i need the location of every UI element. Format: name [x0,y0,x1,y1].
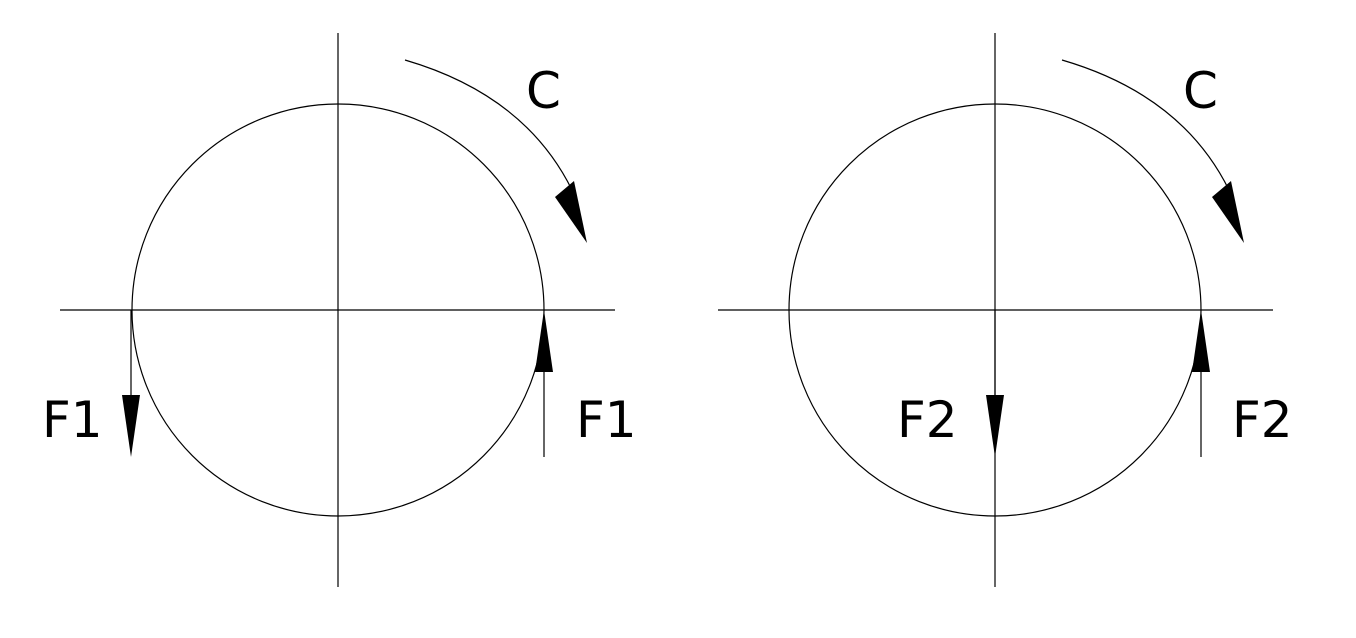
left-panel-right-force-label: F1 [576,391,637,449]
left-panel-right-force-arrowhead [535,310,553,372]
right-rotation-arc [1061,59,1230,191]
left-rotation-arc [404,59,573,191]
right-rotation-arrowhead [1212,181,1244,243]
left-panel-left-force-arrowhead [122,395,140,457]
left-panel: C F1 F1 [42,33,637,587]
right-rotation-label: C [1183,62,1218,120]
right-panel-left-force-arrowhead [986,395,1004,457]
left-rotation-arrowhead [555,181,587,243]
right-panel: C F2 F2 [718,33,1293,587]
right-panel-right-force-arrowhead [1192,310,1210,372]
left-panel-left-force-label: F1 [42,391,103,449]
right-panel-left-force-label: F2 [897,391,958,449]
right-panel-right-force-label: F2 [1232,391,1293,449]
left-rotation-label: C [526,62,561,120]
